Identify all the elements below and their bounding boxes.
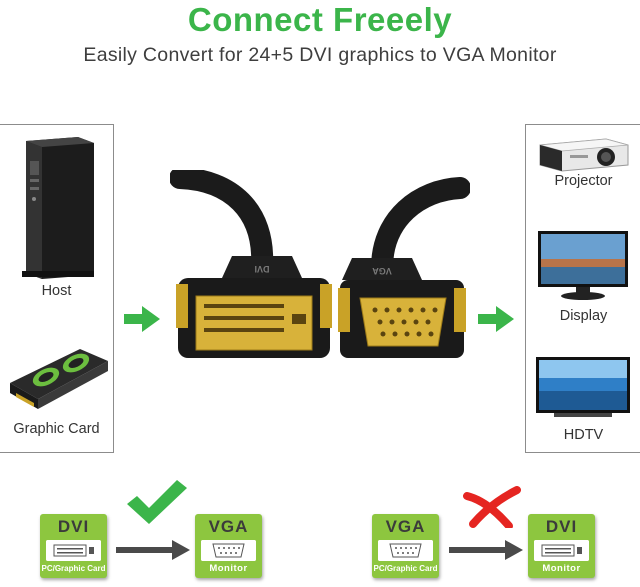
input-arrow-icon <box>124 306 160 332</box>
display-label: Display <box>559 308 608 324</box>
supported-target-sub: Monitor <box>209 563 248 574</box>
unsupported-arrow-icon <box>449 540 523 560</box>
host-label: Host <box>41 283 72 299</box>
source-devices-panel: Host Graphic Card <box>0 124 114 453</box>
dvi-port-icon <box>534 540 589 561</box>
unsupported-source-sub: PC/Graphic Card <box>373 564 438 573</box>
projector-image <box>539 138 629 172</box>
unsupported-source-card: VGA PC/Graphic Card <box>372 514 439 578</box>
unsupported-target-label: DVI <box>545 517 578 536</box>
cross-mark-icon <box>463 486 521 528</box>
hdtv-label: HDTV <box>563 427 604 443</box>
supported-target-label: VGA <box>208 517 249 536</box>
graphic-card-image <box>10 349 108 409</box>
vga-port-icon <box>201 540 256 561</box>
page-subtitle: Easily Convert for 24+5 DVI graphics to … <box>83 44 557 66</box>
dvi-plug-text: DVI <box>254 264 269 274</box>
supported-source-card: DVI PC/Graphic Card <box>40 514 107 578</box>
supported-source-sub: PC/Graphic Card <box>41 564 106 573</box>
dvi-plug-body <box>222 256 302 278</box>
display-monitor-image <box>538 231 628 300</box>
check-mark-icon <box>127 480 187 524</box>
output-arrow-icon <box>478 306 514 332</box>
projector-label: Projector <box>554 173 613 189</box>
unsupported-source-label: VGA <box>385 517 426 536</box>
hdtv-image <box>536 357 630 417</box>
unsupported-target-card: DVI Monitor <box>528 514 595 578</box>
vga-plug-body <box>342 258 422 280</box>
graphic-card-label: Graphic Card <box>13 421 100 437</box>
supported-arrow-icon <box>116 540 190 560</box>
vga-plug-text: VGA <box>372 266 392 276</box>
unsupported-target-sub: Monitor <box>542 563 581 574</box>
vga-port-icon <box>378 540 433 561</box>
page-title: Connect Freeely <box>187 1 453 38</box>
supported-source-label: DVI <box>57 517 90 536</box>
host-tower-image <box>22 137 94 279</box>
dvi-port-icon <box>46 540 101 561</box>
dvi-to-vga-cable-image: DVI VGA <box>170 170 470 358</box>
supported-target-card: VGA Monitor <box>195 514 262 578</box>
target-devices-panel: Projector Display HDTV <box>525 124 640 453</box>
